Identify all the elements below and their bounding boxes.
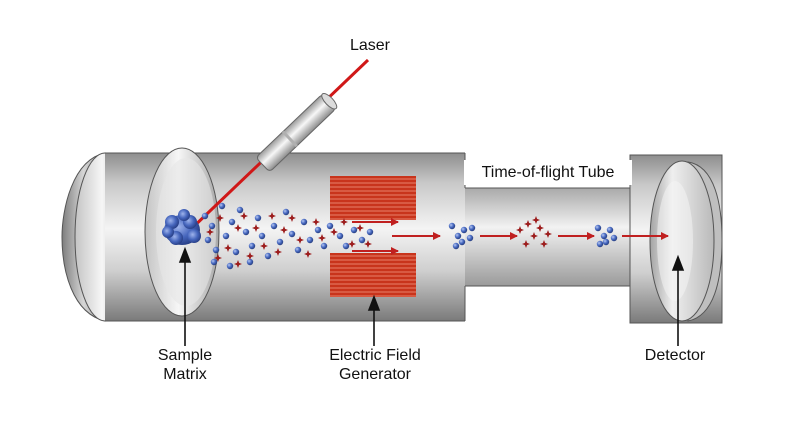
red-ion-icon: [206, 228, 214, 236]
blue-ion-icon: [336, 232, 344, 240]
blue-ion-icon: [594, 224, 602, 232]
red-ion-icon: [246, 252, 254, 260]
blue-ion-icon: [460, 226, 468, 234]
blue-ion-icon: [366, 228, 374, 236]
time-of-flight-tube-label: Time-of-flight Tube: [464, 160, 632, 185]
blue-ion-icon: [201, 212, 209, 220]
pointer-arrows: [178, 246, 685, 346]
blue-ion-icon: [226, 262, 234, 270]
blue-ion-icon: [602, 238, 610, 246]
red-ion-icon: [330, 228, 338, 236]
red-ion-icon: [288, 214, 296, 222]
red-ion-icon: [296, 236, 304, 244]
red-ion-icon: [312, 218, 320, 226]
blue-ion-icon: [232, 248, 240, 256]
sample-label-line1: Sample: [157, 347, 213, 364]
detector-housing: [629, 154, 723, 324]
red-ion-icon: [318, 234, 326, 242]
red-ion-icon: [348, 240, 356, 248]
blue-ion-icon: [270, 222, 278, 230]
red-ion-icon: [532, 216, 540, 224]
red-ion-icon: [260, 242, 268, 250]
detector-pointer-icon: [671, 254, 685, 346]
blue-ion-icon: [606, 226, 614, 234]
red-ion-icon: [234, 260, 242, 268]
red-ion-icon: [240, 212, 248, 220]
blue-ion-icon: [596, 240, 604, 248]
red-ion-icon: [304, 250, 312, 258]
blue-ion-icon: [258, 232, 266, 240]
blue-ion-icon: [282, 208, 290, 216]
red-ion-icon: [540, 240, 548, 248]
blue-ion-icon: [314, 226, 322, 234]
blue-ion-icon: [342, 242, 350, 250]
blue-ion-icon: [350, 226, 358, 234]
blue-ion-icon: [218, 202, 226, 210]
red-ion-icon: [216, 214, 224, 222]
efg-label-line2: Generator: [338, 366, 412, 383]
sample-pointer-icon: [178, 246, 192, 346]
blue-ion-icon: [236, 206, 244, 214]
red-ion-icon: [274, 248, 282, 256]
red-ion-icon: [524, 220, 532, 228]
electric-field-generator-label: Electric Field Generator: [305, 346, 445, 384]
blue-ion-icon: [320, 242, 328, 250]
blue-ion-icon: [208, 222, 216, 230]
blue-ion-icon: [248, 242, 256, 250]
detector-label: Detector: [644, 347, 706, 364]
red-ion-icon: [268, 212, 276, 220]
blue-ion-icon: [610, 234, 618, 242]
blue-ion-icon: [600, 232, 608, 240]
efg-label-line1: Electric Field: [329, 347, 421, 364]
blue-ion-icon: [204, 236, 212, 244]
blue-ion-icon: [300, 218, 308, 226]
blue-ion-icon: [448, 222, 456, 230]
ion-cloud: [201, 202, 618, 270]
blue-ion-icon: [452, 242, 460, 250]
ion-flight-arrows: [352, 218, 669, 255]
blue-ion-icon: [254, 214, 262, 222]
blue-ion-icon: [210, 258, 218, 266]
red-ion-icon: [516, 226, 524, 234]
red-ion-icon: [536, 224, 544, 232]
red-ion-icon: [280, 226, 288, 234]
blue-ion-icon: [358, 236, 366, 244]
red-ion-icon: [544, 230, 552, 238]
red-ion-icon: [356, 224, 364, 232]
electric-field-generator: [330, 176, 416, 297]
blue-ion-icon: [466, 234, 474, 242]
blue-ion-icon: [212, 246, 220, 254]
blue-ion-icon: [326, 222, 334, 230]
blue-ion-icon: [242, 228, 250, 236]
red-ion-icon: [530, 232, 538, 240]
blue-ion-icon: [306, 236, 314, 244]
blue-ion-icon: [294, 246, 302, 254]
blue-ion-icon: [246, 258, 254, 266]
red-ion-icon: [234, 224, 242, 232]
blue-ion-icon: [228, 218, 236, 226]
sample-matrix-label: Sample Matrix: [130, 346, 240, 384]
generator-pointer-icon: [367, 294, 381, 346]
blue-ion-icon: [458, 238, 466, 246]
red-ion-icon: [224, 244, 232, 252]
sample-matrix-cluster: [162, 209, 201, 245]
red-ion-icon: [364, 240, 372, 248]
red-ion-icon: [522, 240, 530, 248]
blue-ion-icon: [468, 224, 476, 232]
red-ion-icon: [214, 254, 222, 262]
red-ion-icon: [252, 224, 260, 232]
red-ion-icon: [340, 218, 348, 226]
blue-ion-icon: [222, 232, 230, 240]
laser-housing: [256, 92, 338, 171]
blue-ion-icon: [276, 238, 284, 246]
blue-ion-icon: [288, 230, 296, 238]
blue-ion-icon: [454, 232, 462, 240]
blue-ion-icon: [264, 252, 272, 260]
sample-label-line2: Matrix: [163, 366, 207, 383]
laser-label: Laser: [349, 37, 391, 54]
